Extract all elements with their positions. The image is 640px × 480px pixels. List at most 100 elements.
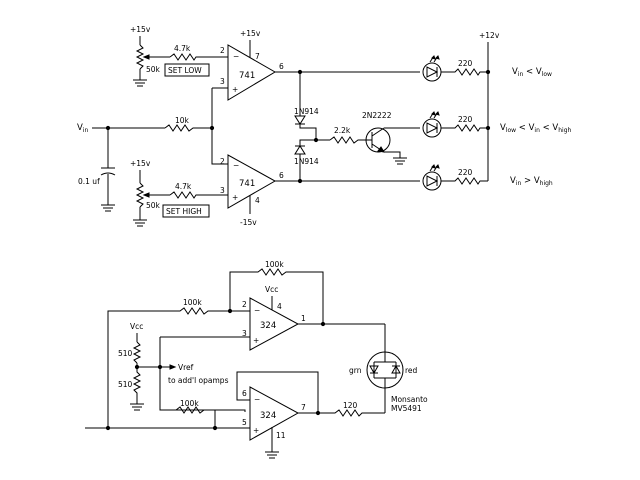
resistor-4k7-high	[169, 191, 228, 199]
opamp-upper-pin3: 3	[220, 77, 225, 86]
resistor-100k-lower-label: 100k	[180, 399, 199, 408]
opamp-upper-supply: +15v	[240, 29, 261, 38]
resistor-120	[298, 409, 385, 417]
resistor-4k7-high-label: 4.7k	[175, 182, 192, 191]
led-low	[422, 55, 442, 82]
pot-low-wiper-arrow	[142, 54, 150, 60]
resistor-10k-label: 10k	[175, 116, 190, 125]
resistor-220-high-label: 220	[458, 168, 473, 177]
opamp-324-lower-pin6: 6	[242, 389, 247, 398]
led-maker-label: Monsanto	[391, 395, 428, 404]
opamp-324-upper-pin2: 2	[242, 300, 247, 309]
opamp-324-upper-pin1: 1	[301, 314, 306, 323]
opamp-324-upper-pin3: 3	[242, 329, 247, 338]
resistor-220-low	[441, 68, 488, 76]
pot-high-wiper-arrow	[142, 192, 150, 198]
diode-junction	[313, 137, 319, 143]
opamp-upper-symbol	[227, 44, 276, 101]
opamp-324-upper-vcc: Vcc	[265, 285, 278, 294]
opamp-324-lower-plus: +	[253, 426, 259, 435]
opamp-lower-label: 741	[239, 179, 255, 189]
transistor-collector	[371, 127, 385, 137]
pot-low-supply: +15v	[130, 25, 151, 34]
opamp-upper-pin6: 6	[279, 62, 284, 71]
resistor-510-top-label: 510	[118, 349, 133, 358]
rail-12v-junction-low	[485, 69, 491, 75]
pot-high-value: 50k	[146, 201, 161, 210]
led-mid	[422, 111, 442, 138]
opamp-324-lower-symbol	[249, 386, 300, 441]
window-comparator-circuit: − + 741 2 3 7 6 +15v +15v 4.7k 50k SET L…	[77, 25, 572, 227]
transistor-label: 2N2222	[362, 111, 392, 120]
resistor-100k-feedback-label: 100k	[265, 260, 284, 269]
opamp-upper-plus: +	[232, 85, 238, 94]
resistor-100k-feedback	[229, 268, 324, 324]
resistor-100k-input	[107, 307, 250, 428]
opamp-lower-symbol	[227, 154, 277, 209]
opamp-lower-plus: +	[232, 193, 238, 202]
set-high-box	[162, 204, 210, 218]
bicolor-led-circuit: − + 324 2 3 4 1 Vcc 100k 100k Vcc 510 51…	[85, 260, 428, 459]
opamp-lower-pin6: 6	[279, 171, 284, 180]
diode-lower-label: 1N914	[294, 157, 319, 166]
diode-upper-out	[299, 124, 317, 140]
set-low-box	[164, 63, 210, 77]
resistor-510-bottom	[132, 363, 142, 404]
transistor-emitter-wire	[384, 151, 401, 158]
opamp-upper-label: 741	[239, 71, 255, 81]
resistor-220-low-label: 220	[458, 59, 473, 68]
pot-high-resistor	[135, 182, 145, 208]
diode-upper-label: 1N914	[294, 107, 319, 116]
opamp-324-upper-plus: +	[253, 336, 259, 345]
condition-mid-label: Vlow < Vin < Vhigh	[500, 123, 572, 134]
wire-to-lower-inv	[211, 88, 228, 165]
opamp-upper-pin7: 7	[255, 52, 260, 61]
rail-12v-junction-mid	[485, 125, 491, 131]
opamp-324-lower-minus: −	[254, 395, 260, 404]
diode-lower-out	[299, 139, 330, 146]
transistor-emitter-arrow	[377, 146, 385, 153]
opamp-324-upper-minus: −	[254, 306, 260, 315]
vin-label: Vin	[77, 123, 88, 134]
resistor-100k-input-label: 100k	[183, 298, 202, 307]
condition-high-label: Vin > Vhigh	[510, 176, 553, 187]
opamp-324-upper-symbol	[249, 297, 300, 351]
opamp-324-upper-pin4: 4	[277, 302, 282, 311]
resistor-220-mid-label: 220	[458, 115, 473, 124]
opamp-324-lower-pin7: 7	[301, 403, 306, 412]
opamp-324-lower-label: 324	[260, 411, 276, 421]
bicolor-led	[366, 324, 404, 413]
diode-lower-body	[294, 145, 306, 155]
led-red-label: red	[405, 366, 418, 375]
pot-low-resistor	[135, 44, 145, 70]
vref-to-lower-wire	[159, 337, 246, 412]
opamp-upper-minus: −	[233, 52, 239, 61]
resistor-220-mid	[441, 124, 488, 132]
led-high	[422, 164, 442, 191]
opamp-upper-pin2: 2	[220, 46, 225, 55]
set-low-label: SET LOW	[168, 66, 202, 75]
vcc-divider-label: Vcc	[130, 322, 143, 331]
resistor-120-label: 120	[343, 401, 358, 410]
resistor-4k7-low	[169, 53, 228, 61]
led-green-label: grn	[349, 366, 362, 375]
opamp-lower-minus: −	[233, 161, 239, 170]
resistor-220-high	[441, 177, 488, 185]
cap-label: 0.1 uf	[78, 177, 100, 186]
cap-plate-bottom	[100, 172, 116, 176]
resistor-510-top	[132, 341, 142, 364]
pot-low-value: 50k	[146, 65, 161, 74]
rail-12v-label: +12v	[479, 31, 500, 40]
resistor-2k2-label: 2.2k	[334, 126, 351, 135]
opamp-lower-pin3: 3	[220, 186, 225, 195]
led-part-label: MV5491	[391, 404, 422, 413]
diode-upper-body	[294, 115, 306, 125]
resistor-100k-lower	[160, 406, 216, 428]
resistor-4k7-low-label: 4.7k	[174, 44, 191, 53]
resistor-510-bottom-label: 510	[118, 380, 133, 389]
condition-low-label: Vin < Vlow	[512, 67, 552, 78]
opamp-324-lower-pin5: 5	[242, 418, 247, 427]
opamp-324-upper-label: 324	[260, 321, 276, 331]
